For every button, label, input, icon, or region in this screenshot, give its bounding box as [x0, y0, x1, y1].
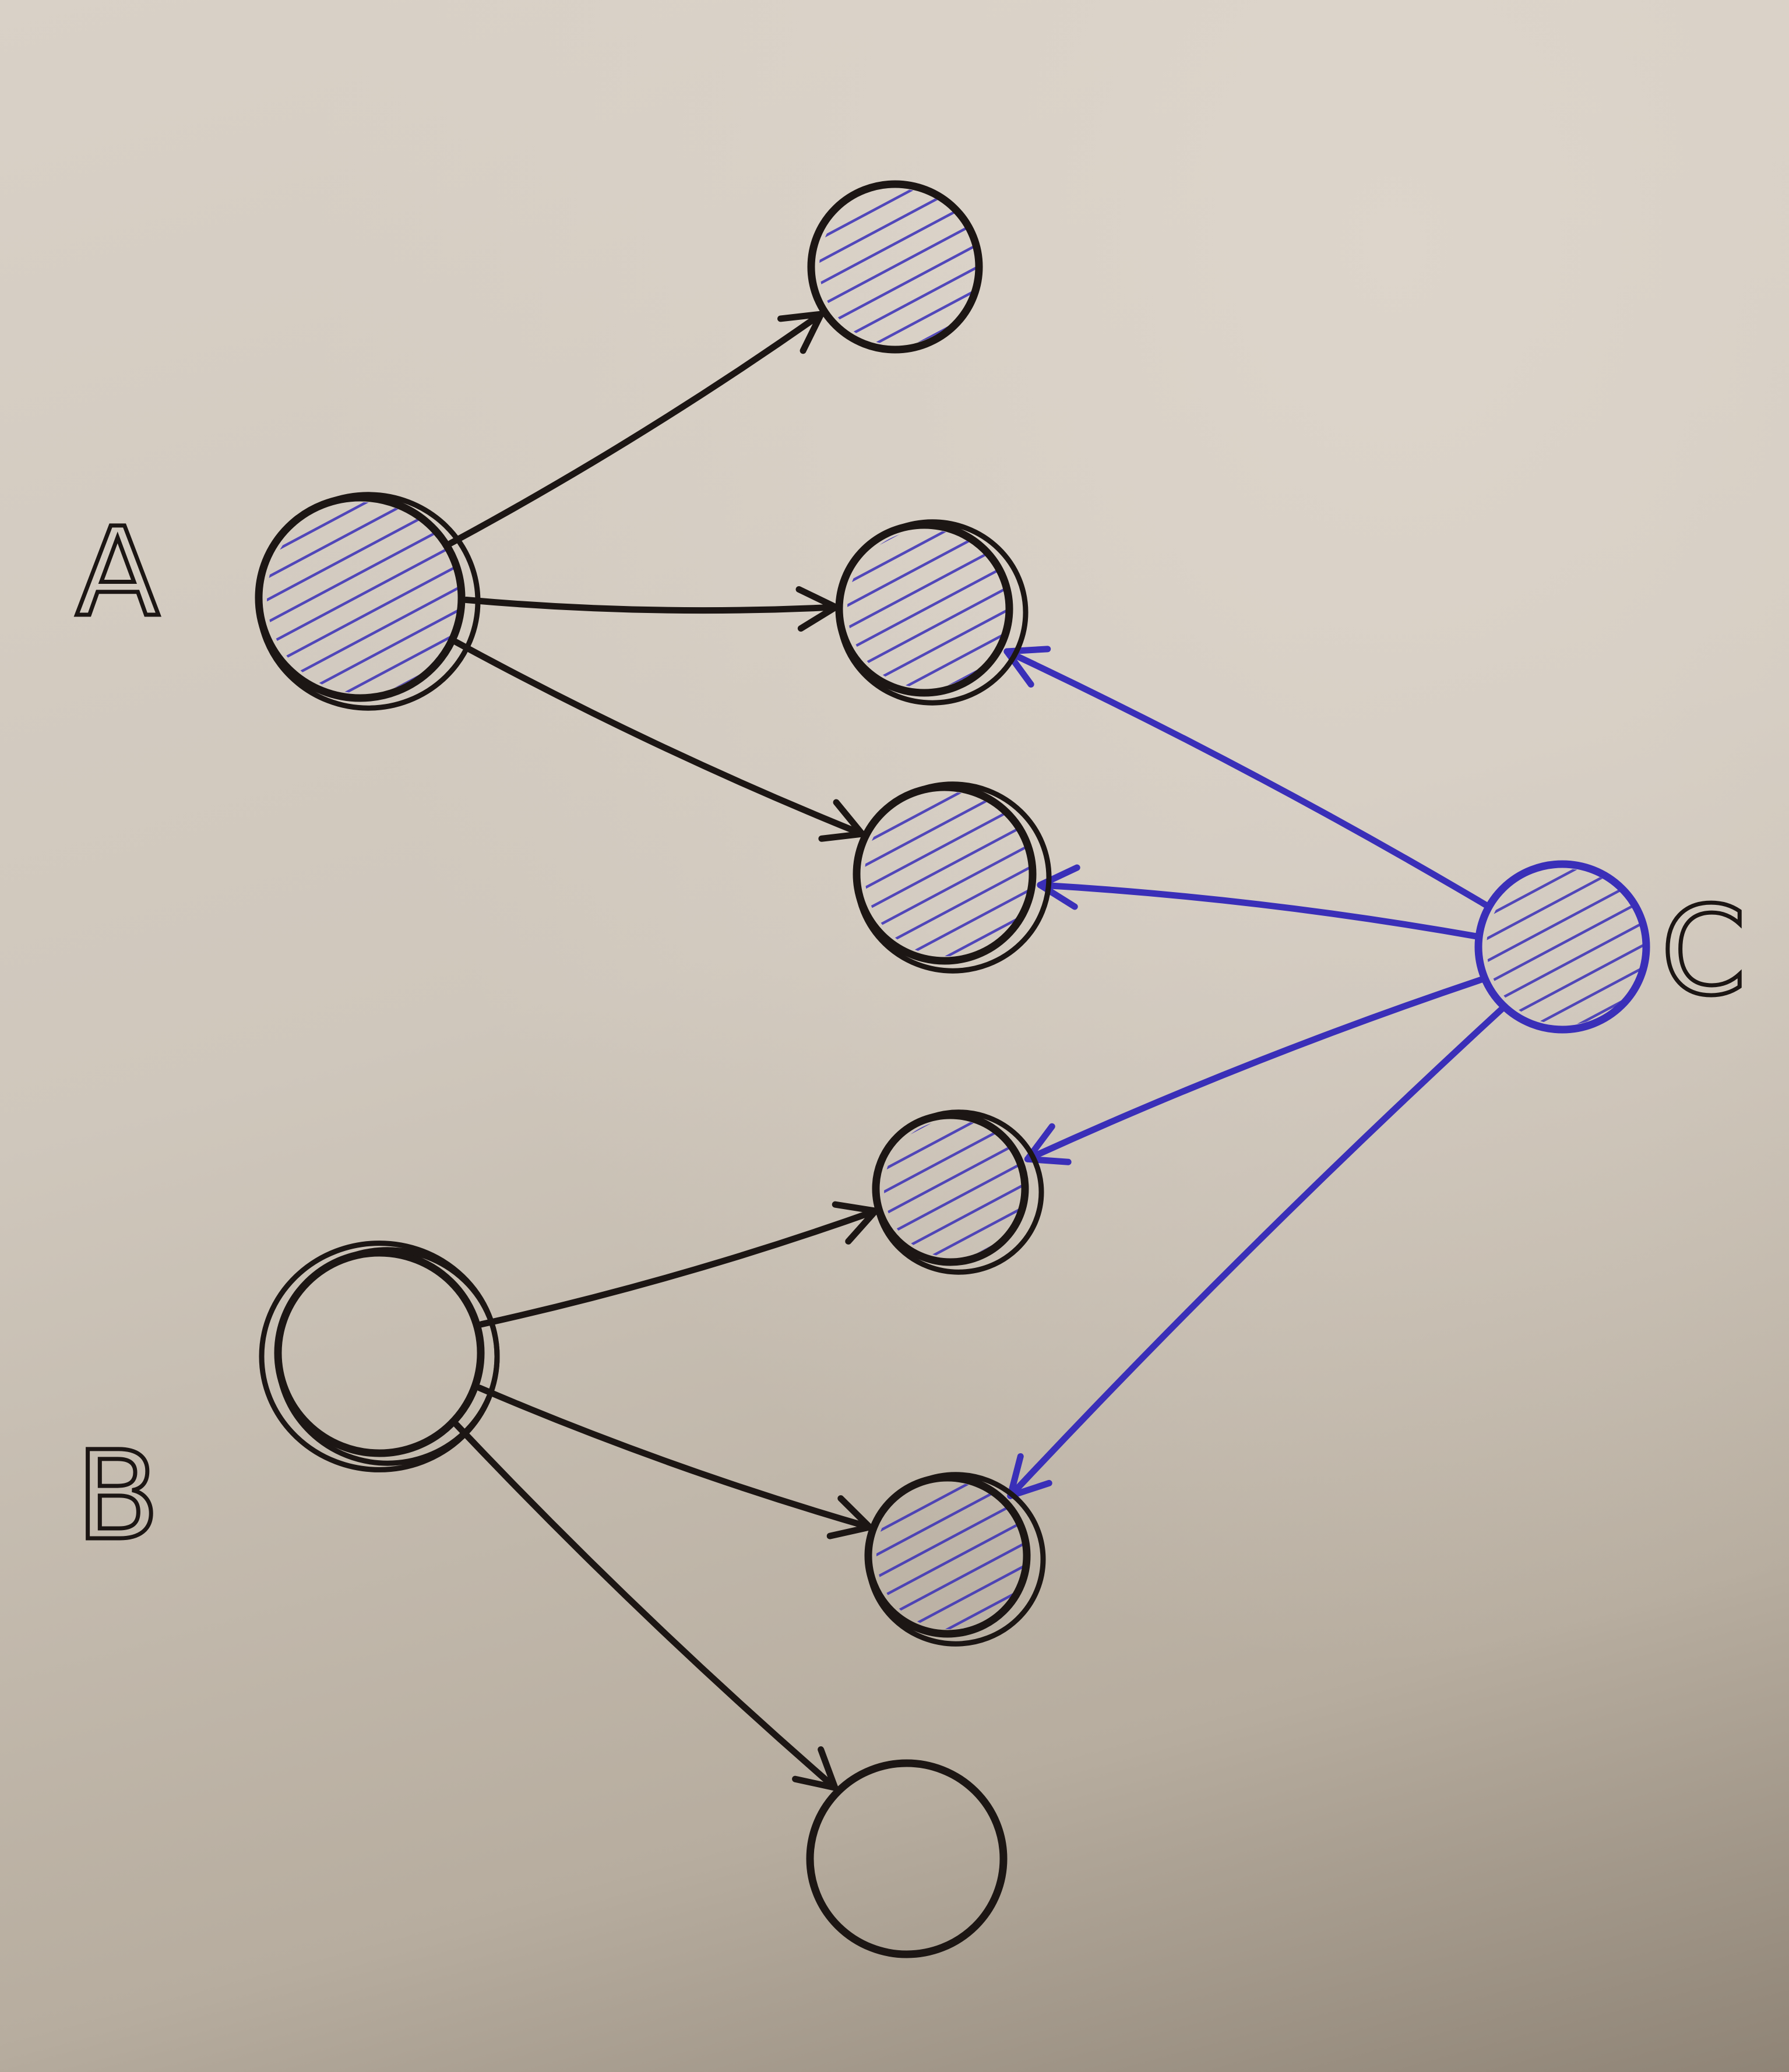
edge-line: [1024, 975, 1488, 1162]
node-hatch-fill: [865, 792, 1029, 956]
edge-line: [1037, 882, 1482, 940]
arrowhead-icon: [1003, 646, 1051, 688]
node-hatch-fill: [819, 189, 976, 345]
node-outline: [807, 180, 983, 354]
arrowhead-icon: [792, 1746, 839, 1791]
arrowhead-icon: [777, 311, 825, 354]
edge-line: [1007, 1004, 1507, 1499]
labels-layer: A C B: [74, 499, 1749, 1570]
node-B: [259, 1241, 500, 1472]
node-A: [255, 492, 481, 711]
node-outline-extra: [256, 492, 481, 711]
node-hatch-fill: [267, 502, 458, 693]
nodes-layer: [255, 180, 1650, 1958]
node-a2: [835, 519, 1029, 706]
edge-A-to-a2: [463, 586, 839, 632]
node-label-A: A: [76, 501, 160, 644]
node-hatch-fill: [847, 530, 1006, 688]
node-outline-extra: [854, 781, 1052, 974]
node-C: [1474, 860, 1650, 1034]
edge-C-to-b1: [1024, 975, 1488, 1165]
node-outline-extra: [275, 1247, 500, 1466]
node-b2: [864, 1472, 1046, 1647]
node-b1: [872, 1109, 1044, 1275]
edge-B-to-b1: [478, 1201, 879, 1328]
edge-B-to-b3: [453, 1421, 839, 1791]
arrowhead-icon: [1024, 1123, 1072, 1165]
edge-line: [453, 1421, 839, 1791]
node-hatch-fill: [1487, 869, 1643, 1025]
edge-B-to-b2: [476, 1384, 873, 1539]
edge-line: [476, 1384, 873, 1531]
edge-A-to-a1: [447, 311, 825, 547]
node-label-C: C: [1661, 880, 1746, 1023]
edge-line: [1003, 648, 1492, 910]
arrowhead-icon: [818, 799, 865, 842]
node-a1: [807, 180, 983, 354]
edge-C-to-b2: [1007, 1004, 1507, 1499]
node-hatch-fill: [884, 1120, 1022, 1257]
edge-line: [453, 639, 865, 837]
edge-A-to-a3: [453, 639, 865, 842]
edge-line: [463, 596, 839, 614]
node-outline-extra: [865, 1472, 1046, 1647]
edge-line: [478, 1207, 879, 1328]
node-outline-extra: [836, 519, 1029, 706]
node-a3: [853, 781, 1052, 974]
node-outline-extra: [873, 1109, 1044, 1275]
edge-C-to-a2: [1003, 646, 1492, 910]
edge-C-to-a3: [1037, 864, 1482, 940]
node-outline: [1474, 860, 1650, 1034]
edge-line: [447, 311, 825, 547]
node-hatch-fill: [876, 1482, 1023, 1629]
node-outline: [806, 1759, 1008, 1958]
arrowhead-icon: [1037, 864, 1080, 910]
edges-layer: [447, 311, 1507, 1791]
node-outline-extra: [259, 1241, 500, 1472]
node-b3: [806, 1759, 1008, 1958]
node-label-B: B: [76, 1425, 160, 1567]
